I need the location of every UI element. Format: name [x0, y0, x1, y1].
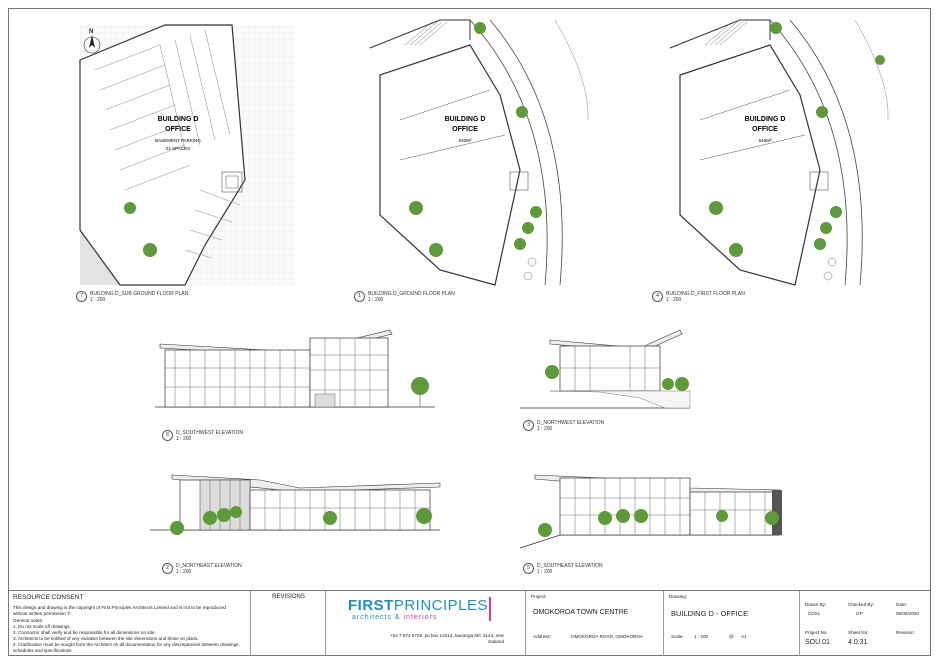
- drawn-by-label: Drawn By:: [805, 602, 827, 607]
- drawing-label: Drawing:: [669, 594, 688, 599]
- note-2: 2. Contractor shall verify and be respon…: [13, 630, 156, 635]
- revision-label: Revision:: [896, 630, 915, 635]
- view-title: BUILDING D_SUB GROUND FLOOR PLAN: [90, 291, 189, 297]
- view-number: 3: [523, 420, 534, 431]
- logo-sub-b: interiors: [403, 614, 438, 621]
- note-1: 1. Do not scale off drawings.: [13, 624, 71, 629]
- consent-heading: RESOURCE CONSENT: [13, 594, 84, 601]
- paper-size: A1: [741, 634, 747, 639]
- scale-value: 1 : 200: [694, 634, 709, 639]
- plan4-name2: OFFICE: [752, 126, 778, 133]
- plan1-name1: BUILDING D: [445, 116, 486, 123]
- northeast-elevation: [150, 474, 441, 535]
- view-title: BUILDING D_FIRST FLOOR PLAN: [666, 291, 745, 297]
- project-no-value: SOU.01: [805, 639, 830, 646]
- view-title: D_SOUTHEAST ELEVATION: [537, 563, 603, 569]
- view-number: 4: [652, 291, 663, 302]
- company-logo: FIRSTPRINCIPLES: [348, 597, 488, 614]
- address-label: Address:: [533, 634, 552, 639]
- north-arrow: [83, 35, 101, 54]
- scale-label: Scale:: [671, 634, 684, 639]
- view-number: 5: [523, 563, 534, 574]
- plan1-name2: OFFICE: [452, 126, 478, 133]
- notes-heading: General notes:: [13, 618, 44, 623]
- sheet-no-value: 4.0.31: [848, 639, 868, 646]
- drawing-area: N BUILDING D OFFICE BASEMENT PARKING 21 …: [79, 19, 889, 549]
- plan4-name1: BUILDING D: [745, 116, 786, 123]
- view-number: 1: [354, 291, 365, 302]
- date-value: 08/05/2020: [896, 611, 919, 616]
- note-3: 3. Architects to be notified of any vari…: [13, 636, 199, 641]
- view-scale: 1 : 200: [176, 569, 192, 575]
- drawing-name: BUILDING D - OFFICE: [671, 609, 749, 618]
- title-block: RESOURCE CONSENT This design and drawing…: [8, 590, 931, 656]
- revisions-heading: REVISIONS: [272, 594, 305, 600]
- logo-sub-a: architects &: [352, 614, 401, 621]
- view-number: 7: [76, 291, 87, 302]
- plan7-name1: BUILDING D: [158, 116, 199, 123]
- view-scale: 1 : 200: [176, 436, 192, 442]
- view-scale: 1 : 200: [90, 297, 106, 303]
- consent-cell: RESOURCE CONSENT This design and drawing…: [8, 591, 251, 656]
- company-contact: +64 7 574 5728, po box 14214, tauranga M…: [389, 633, 504, 644]
- logo-principles: PRINCIPLES: [393, 597, 489, 614]
- first-floor-plan: [669, 19, 889, 286]
- revisions-cell: REVISIONS: [251, 591, 326, 656]
- date-label: Date:: [896, 602, 907, 607]
- project-label: Project:: [531, 594, 547, 599]
- at-symbol: @: [729, 634, 734, 639]
- checked-by-label: Checked By:: [848, 602, 875, 607]
- north-label: N: [89, 29, 93, 35]
- copyright-text: This design and drawing is the copyright…: [13, 605, 226, 616]
- view-title: BUILDING D_GROUND FLOOR PLAN: [368, 291, 455, 297]
- ground-floor-plan: [369, 19, 589, 286]
- southeast-elevation: [519, 474, 782, 549]
- logo-cell: FIRSTPRINCIPLES architects & interiors +…: [326, 591, 526, 656]
- southwest-elevation: [155, 329, 435, 408]
- tree-symbol: [124, 202, 157, 257]
- view-scale: 1 : 200: [666, 297, 682, 303]
- sub-ground-floor-plan: [79, 24, 295, 286]
- view-scale: 1 : 200: [537, 569, 553, 575]
- plan1-area: 640M²: [459, 138, 472, 143]
- checked-by-value: GP: [856, 611, 863, 616]
- plan4-area: 640M²: [759, 138, 772, 143]
- project-cell: Project: OMOKOROA TOWN CENTRE Address: O…: [526, 591, 664, 656]
- view-title: D_SOUTHWEST ELEVATION: [176, 430, 243, 436]
- plan7-note2: 21 SPACES: [166, 146, 190, 151]
- plan7-name2: OFFICE: [165, 126, 191, 133]
- drawing-cell: Drawing: BUILDING D - OFFICE Scale: 1 : …: [664, 591, 800, 656]
- view-scale: 1 : 200: [368, 297, 384, 303]
- project-no-label: Project No.: [805, 630, 828, 635]
- view-title: D_NORTHEAST ELEVATION: [176, 563, 242, 569]
- drawn-by-value: CDXL: [808, 611, 821, 616]
- view-title: D_NORTHWEST ELEVATION: [537, 420, 605, 426]
- northwest-elevation: [520, 329, 691, 409]
- view-number: 8: [162, 430, 173, 441]
- note-4: 4. Clarification must be sought from the…: [13, 642, 240, 653]
- logo-first: FIRST: [348, 597, 394, 614]
- logo-bar: [489, 597, 491, 621]
- project-name: OMOKOROA TOWN CENTRE: [533, 609, 629, 616]
- plan7-note1: BASEMENT PARKING: [155, 138, 201, 143]
- view-scale: 1 : 200: [537, 426, 553, 432]
- logo-subtitle: architects & interiors: [352, 614, 437, 621]
- address-value: OMOKOROA ROAD, OMOKOROA: [571, 634, 643, 639]
- view-number: 2: [162, 563, 173, 574]
- sheet-no-label: Sheet No:: [848, 630, 869, 635]
- details-cell: Drawn By: CDXL Checked By: GP Date: 08/0…: [800, 591, 931, 656]
